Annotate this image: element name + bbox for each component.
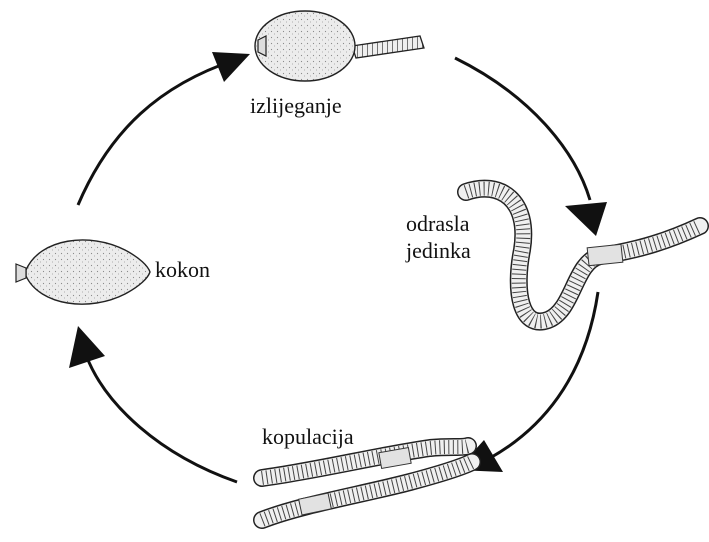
label-copulation: kopulacija bbox=[262, 423, 354, 450]
arrowhead-hatching-to-adult bbox=[565, 202, 607, 236]
arrow-copulation-to-cocoon bbox=[86, 355, 237, 482]
cocoon-illustration bbox=[16, 240, 150, 304]
arrow-cocoon-to-hatching bbox=[78, 60, 235, 205]
label-adult-line1: odrasla bbox=[406, 210, 471, 237]
hatching-illustration bbox=[255, 11, 424, 81]
label-adult: odrasla jedinka bbox=[406, 210, 471, 264]
copulation-illustration bbox=[262, 446, 472, 520]
arrow-hatching-to-adult bbox=[455, 58, 590, 200]
arrowhead-copulation-to-cocoon bbox=[69, 326, 105, 368]
label-adult-line2: jedinka bbox=[406, 237, 471, 264]
label-cocoon: kokon bbox=[155, 256, 210, 283]
label-hatching: izlijeganje bbox=[250, 92, 342, 119]
